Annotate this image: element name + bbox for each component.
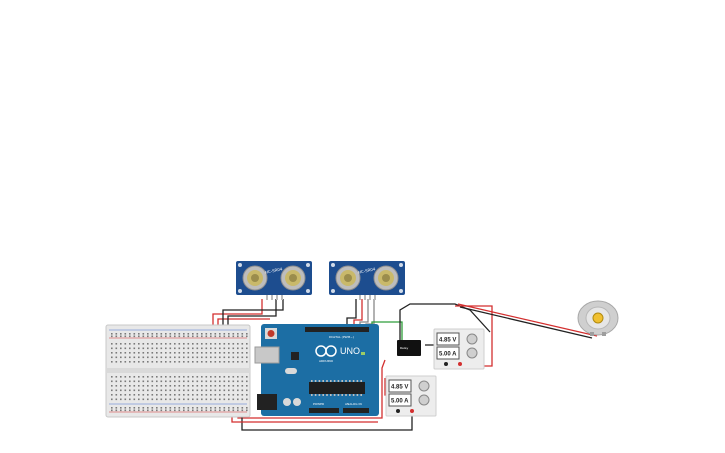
wire-black-1[interactable]	[222, 299, 284, 330]
digital-header[interactable]	[305, 327, 369, 332]
arduino-logo-text: UNO	[340, 346, 360, 356]
sensor-pins	[359, 295, 376, 300]
reset-button[interactable]	[265, 328, 277, 339]
power-label: POWER	[313, 402, 324, 406]
terminal-negative[interactable]	[396, 409, 400, 413]
wire-black-top[interactable]	[399, 303, 491, 342]
atmega-chip	[309, 382, 365, 394]
wire-motor-black[interactable]	[459, 306, 593, 339]
capacitor-1	[283, 398, 291, 406]
breadboard[interactable]	[105, 324, 251, 418]
dc-motor[interactable]	[577, 300, 619, 336]
usb-port[interactable]	[254, 346, 280, 364]
power-supply-1[interactable]: 4.85 V 5.00 A	[433, 328, 485, 370]
arduino-uno[interactable]: UNO ARDUINO DIGITAL (PWM~) POWER ANALOG …	[254, 324, 379, 416]
motor-shaft	[592, 312, 604, 324]
led	[361, 352, 365, 355]
voltage-knob[interactable]	[418, 380, 430, 392]
power-supply-2[interactable]: 4.85 V 5.00 A	[385, 375, 437, 417]
terminal-positive[interactable]	[410, 409, 414, 413]
current-knob[interactable]	[418, 394, 430, 406]
sensor-label: HC-SR04	[265, 266, 284, 275]
terminal-positive[interactable]	[458, 362, 462, 366]
analog-header[interactable]	[343, 408, 369, 413]
arduino-brand-text: ARDUINO	[319, 359, 334, 363]
wire-black-2[interactable]	[227, 299, 277, 330]
sensor-label: HC-SR04	[358, 266, 377, 275]
terminal-negative[interactable]	[444, 362, 448, 366]
arduino-logo: UNO ARDUINO	[315, 345, 360, 363]
transducer-left	[242, 265, 268, 291]
transducer-right	[280, 265, 306, 291]
sensor-pins	[266, 295, 283, 300]
power-jack[interactable]	[257, 394, 277, 410]
breadboard-holes	[111, 333, 248, 412]
psu-voltage: 4.85 V	[439, 338, 456, 344]
transducer-right	[373, 265, 399, 291]
voltage-knob[interactable]	[466, 333, 478, 345]
power-header[interactable]	[309, 408, 339, 413]
small-chip	[291, 352, 299, 360]
chip-pins	[311, 380, 362, 396]
digital-label: DIGITAL (PWM~)	[329, 335, 354, 339]
transducer-left	[335, 265, 361, 291]
psu-voltage: 4.85 V	[391, 385, 408, 391]
psu-current: 5.00 A	[439, 352, 457, 358]
capacitor-2	[293, 398, 301, 406]
wire-motor-red[interactable]	[457, 303, 598, 337]
ultrasonic-sensor-1[interactable]: HC-SR04	[236, 261, 312, 300]
psu-current: 5.00 A	[391, 399, 409, 405]
wire-red-1[interactable]	[212, 299, 263, 330]
current-knob[interactable]	[466, 347, 478, 359]
relay-label: Relay	[400, 346, 408, 350]
analog-label: ANALOG IN	[345, 402, 362, 406]
relay[interactable]: Relay	[397, 340, 421, 356]
ultrasonic-sensor-2[interactable]: HC-SR04	[329, 261, 405, 300]
crystal	[285, 368, 297, 374]
